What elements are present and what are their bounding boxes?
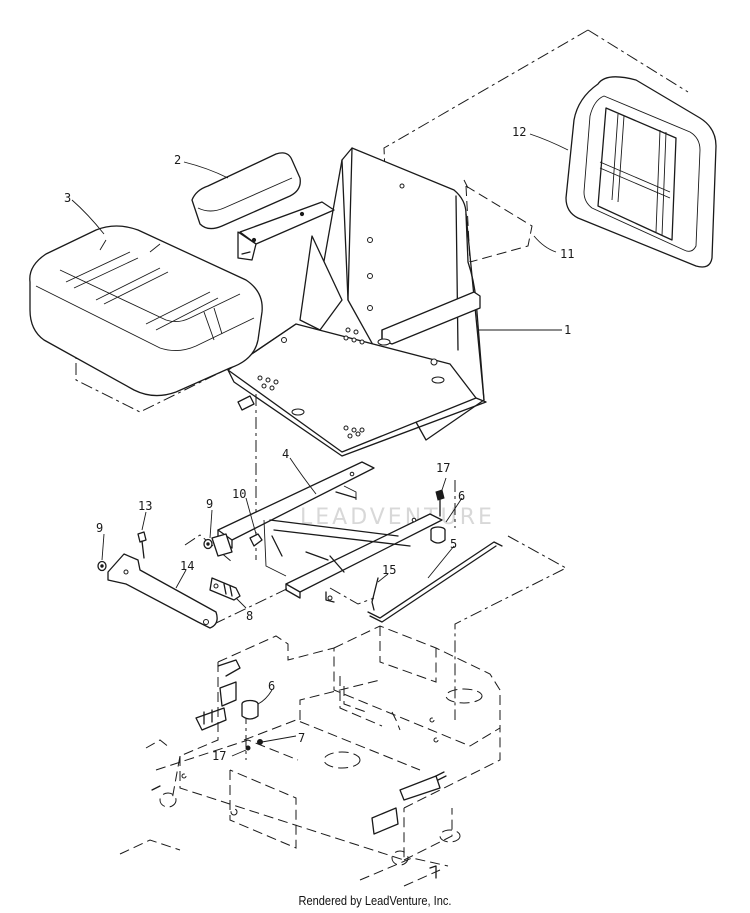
mower-chassis — [119, 625, 501, 887]
callout-12: 12 — [512, 125, 526, 139]
callout-10: 10 — [232, 487, 246, 501]
callout-17-lower: 17 — [212, 749, 226, 763]
adjust-rod — [367, 541, 503, 623]
callout-2: 2 — [174, 153, 181, 167]
callout-13: 13 — [138, 499, 152, 513]
callout-5: 5 — [450, 537, 457, 551]
seat-frame — [227, 147, 487, 457]
callout-3: 3 — [64, 191, 71, 205]
seat-pan-holes — [257, 327, 445, 439]
nut-10 — [249, 533, 263, 547]
back-panel-outline — [465, 185, 533, 263]
callouts: 1 2 3 4 5 6 6 7 8 9 9 10 11 12 13 14 15 … — [64, 125, 574, 763]
callout-17-upper: 17 — [436, 461, 450, 475]
bolt-13 — [137, 531, 147, 543]
callout-1: 1 — [564, 323, 571, 337]
bumper-6-upper — [430, 526, 446, 544]
callout-11: 11 — [560, 247, 574, 261]
hardware — [97, 531, 263, 629]
nut-7 — [257, 739, 263, 745]
latch-plate-14 — [107, 553, 218, 629]
callout-6-lower: 6 — [268, 679, 275, 693]
callout-15: 15 — [382, 563, 396, 577]
armrest — [191, 152, 335, 261]
seat-cushion — [29, 225, 263, 397]
spring-clip-15 — [371, 577, 379, 611]
callout-7: 7 — [298, 731, 305, 745]
leader-lines — [71, 133, 569, 757]
callout-6-upper: 6 — [458, 489, 465, 503]
screw-17-lower — [245, 745, 251, 751]
bumper-6-lower — [241, 699, 259, 720]
seat-back-cushion — [565, 76, 717, 268]
callout-9-upper: 9 — [206, 497, 213, 511]
callout-8: 8 — [246, 609, 253, 623]
callout-4: 4 — [282, 447, 289, 461]
slide-rail-assembly — [217, 461, 443, 603]
screw-17-upper — [435, 489, 445, 517]
footer-credit: Rendered by LeadVenture, Inc. — [298, 893, 452, 908]
callout-9-lower: 9 — [96, 521, 103, 535]
callout-14: 14 — [180, 559, 194, 573]
watermark-text: LEADVENTURE — [300, 505, 495, 530]
